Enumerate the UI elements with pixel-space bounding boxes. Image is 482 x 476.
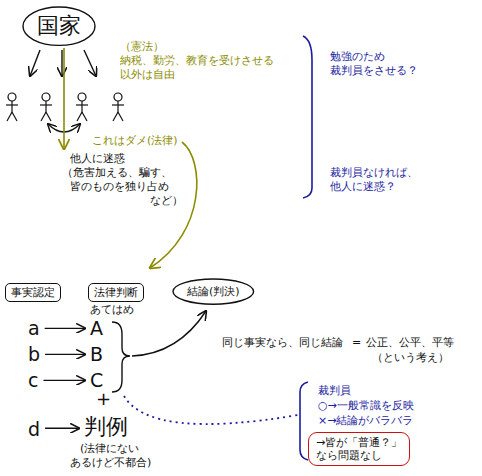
drawing-stroke — [11, 101, 12, 112]
note-text: = — [352, 336, 361, 349]
drawing-stroke — [82, 112, 87, 121]
drawing-stroke — [118, 112, 123, 121]
node-text: A — [90, 317, 103, 340]
drawing-stroke — [41, 112, 46, 121]
node-text: d — [28, 418, 40, 441]
fact-arrow — [45, 354, 85, 355]
fact-letter: d — [26, 418, 42, 441]
state-ellipse: 国家 — [22, 6, 96, 46]
lower-bracket — [300, 382, 308, 460]
drawing-stroke — [112, 104, 124, 105]
note-text: 裁判員をさせる？ — [330, 64, 418, 77]
node-text: B — [90, 343, 103, 366]
law-letter: B — [88, 343, 105, 366]
node-text: a — [28, 317, 40, 340]
note-text: ×→結論がバラバラ — [318, 414, 413, 427]
stick-figures — [6, 93, 124, 121]
constitution-arrow — [63, 48, 65, 149]
ellipse-outline — [173, 279, 254, 304]
drawing-stroke — [113, 112, 118, 121]
process-box: 法律判断 — [88, 283, 144, 302]
drawing-stroke — [7, 112, 12, 121]
process-box: 事実認定 — [5, 283, 61, 302]
drawing-stroke — [84, 50, 96, 76]
drawing-stroke — [81, 101, 82, 112]
drawing-stroke — [8, 93, 16, 101]
fact-arrow — [45, 328, 85, 329]
fact-letter: a — [26, 317, 42, 340]
conclusion-ellipse: 結論(判決) — [172, 278, 255, 305]
law-arrow — [150, 142, 197, 268]
node-text: →皆が「普通？」 — [316, 436, 402, 449]
note-text: 勉強のため — [330, 50, 385, 63]
brace — [112, 322, 130, 392]
note-text: あるけど不都合) — [70, 456, 151, 469]
state-arrows — [30, 50, 96, 76]
note-text: + — [96, 388, 111, 410]
drawing-stroke — [40, 104, 52, 105]
note-text: 納税、勤労、教育を受けさせる — [120, 54, 274, 67]
drawing-stroke — [76, 93, 88, 121]
drawing-stroke — [30, 50, 40, 76]
fact-arrow — [45, 428, 79, 429]
node-text: 法律判断 — [94, 286, 138, 299]
upper-bracket — [303, 36, 312, 198]
note-text: 他人に迷惑？ — [330, 180, 396, 193]
law-letter: A — [88, 317, 105, 340]
conclusion-box: →皆が「普通？」なら問題なし — [308, 432, 410, 466]
note-text: 他人に迷惑 — [70, 152, 125, 165]
note-text: これはダメ(法律) — [92, 134, 178, 147]
note-text: 同じ事実なら、同じ結論 — [222, 336, 343, 349]
dotted-link — [124, 396, 298, 424]
precedent-text: 判例 — [82, 414, 130, 440]
drawing-stroke — [77, 112, 82, 121]
note-text: 裁判員なければ、 — [330, 166, 418, 179]
note-text: （という考え） — [372, 351, 449, 364]
fact-letter: b — [26, 343, 42, 366]
note-text: など） — [150, 194, 183, 207]
drawing-stroke — [45, 101, 46, 112]
drawing-stroke — [6, 93, 18, 121]
note-text: （危害加える、騙す、 — [62, 166, 172, 179]
note-text: ○→一般常識を反映 — [318, 399, 414, 412]
drawing-stroke — [117, 101, 118, 112]
note-text: 皆のものを独り占め — [70, 180, 169, 193]
drawing-stroke — [6, 104, 18, 105]
node-text: 事実認定 — [11, 286, 55, 299]
drawing-stroke — [42, 93, 50, 101]
note-text: (法律にない — [80, 442, 139, 455]
fact-letter: c — [26, 369, 40, 392]
drawing-stroke — [78, 93, 86, 101]
node-text: 国家 — [37, 13, 81, 39]
fact-arrow — [43, 380, 85, 381]
node-text: c — [28, 369, 38, 392]
node-text: b — [28, 343, 40, 366]
note-text: あてはめ — [90, 303, 134, 316]
drawing-stroke — [12, 112, 17, 121]
node-text: 判例 — [84, 414, 128, 440]
ellipse-outline — [23, 7, 95, 45]
node-text: 結論(判決) — [187, 285, 240, 298]
note-text: 裁判員 — [318, 384, 351, 397]
note-text: 公正、公平、平等 — [366, 336, 454, 349]
note-text: （憲法） — [120, 40, 164, 53]
drawing-stroke — [46, 112, 51, 121]
drawing-stroke — [112, 93, 124, 121]
drawing-stroke — [76, 104, 88, 105]
drawing-stroke — [114, 93, 122, 101]
drawing-stroke — [40, 93, 52, 121]
node-text: なら問題なし — [316, 449, 402, 462]
conclusion-arrow — [132, 311, 206, 356]
note-text: 以外は自由 — [120, 68, 175, 81]
drawing-stroke — [61, 50, 62, 76]
